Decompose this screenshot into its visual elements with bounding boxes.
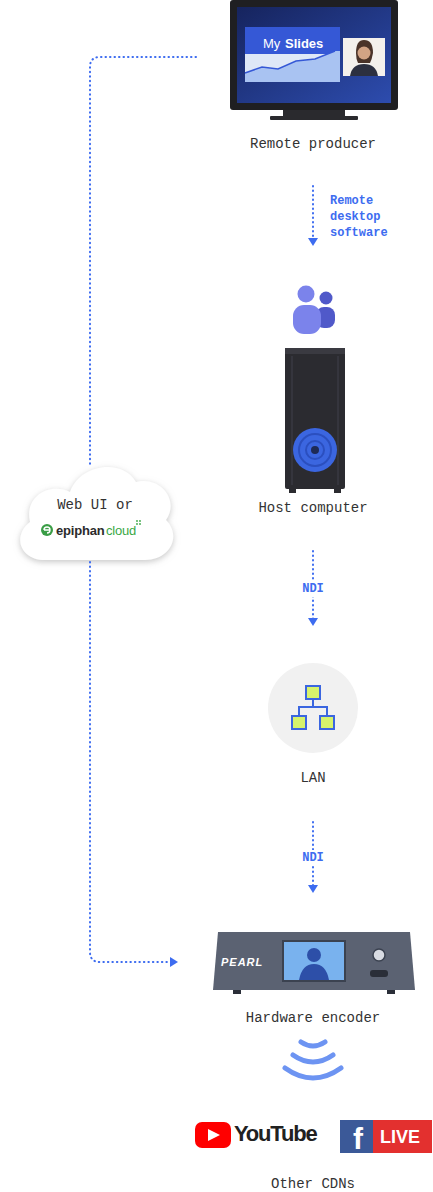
presenter-hair — [356, 40, 373, 63]
tower-fan — [293, 428, 337, 472]
lan-box — [292, 716, 306, 729]
teams-head-front — [298, 286, 315, 303]
teams-body-front — [293, 305, 321, 334]
connector-line — [90, 57, 196, 466]
lan-circle — [268, 663, 358, 753]
monitor-screen — [237, 7, 391, 103]
slide-title: Slides — [285, 36, 323, 52]
edge-label: Remote desktop software — [330, 193, 402, 241]
lan-box — [320, 716, 334, 729]
brand-logo: PEARL — [221, 956, 263, 968]
presenter-thumb — [343, 38, 385, 76]
youtube-play — [208, 1129, 220, 1141]
brand-logo: YouTube — [234, 1121, 316, 1147]
arrow-head — [170, 957, 178, 967]
tower-case — [285, 348, 345, 489]
epiphan-logo-glyph — [44, 527, 50, 533]
brand-logo: f — [353, 1124, 363, 1154]
presenter-face — [358, 47, 371, 60]
tower-top — [285, 348, 345, 354]
lan-lines — [299, 699, 327, 716]
live-badge — [373, 1120, 432, 1153]
epiphan-logo-mark — [41, 524, 53, 536]
tower-fan-ring — [306, 441, 324, 459]
dotted-connector — [308, 186, 318, 246]
teams-head-back — [320, 292, 333, 305]
tower-line — [292, 356, 293, 485]
presenter-body — [350, 64, 378, 76]
logo-dot — [136, 523, 138, 525]
monitor-node: Remote producer — [196, 0, 400, 186]
arrow-head — [308, 238, 318, 246]
monitor-base — [270, 116, 358, 120]
logo-dot — [136, 520, 138, 522]
facebook-icon — [340, 1120, 373, 1153]
slide — [245, 27, 340, 82]
dotted-connector — [90, 562, 178, 967]
monitor-frame — [230, 0, 398, 110]
slide-chart-line — [245, 51, 335, 73]
lan-box — [306, 686, 320, 699]
brand-logo: LIVE — [380, 1127, 420, 1147]
youtube-icon — [195, 1122, 231, 1148]
tower-fan-hub — [311, 446, 319, 454]
arrow-head — [308, 618, 318, 626]
node-label: Hardware encoder — [246, 1010, 380, 1026]
node-label: LAN — [300, 770, 325, 786]
dotted-connector — [90, 57, 196, 466]
tower-line — [338, 356, 339, 485]
broadcast-wave — [293, 1055, 333, 1062]
encoder-screen-head — [307, 948, 321, 962]
logo-text: epiphan — [56, 523, 104, 539]
node-label: Web UI or — [57, 497, 133, 513]
encoder-screen-body — [299, 964, 329, 980]
logo-dot — [139, 523, 141, 525]
node-label: Remote producer — [250, 136, 376, 152]
broadcast-wave — [285, 1068, 341, 1078]
encoder-node: Hardware encoder — [178, 893, 418, 1028]
encoder-body — [213, 932, 415, 990]
broadcast-wave — [301, 1042, 325, 1046]
node-label: Host computer — [258, 500, 367, 516]
slide-header — [245, 27, 340, 54]
computer-node: Host computer — [240, 246, 386, 551]
lan-node: LAN — [263, 626, 363, 822]
node-label: Other CDNs — [271, 1176, 355, 1192]
cloud-shape — [20, 467, 173, 560]
tower-foot — [289, 489, 296, 493]
encoder-screen — [283, 941, 345, 981]
logo-dot — [139, 520, 141, 522]
logo-text: cloud — [106, 523, 136, 539]
monitor-stand — [283, 110, 345, 116]
encoder-foot — [233, 990, 241, 994]
connector-line — [312, 186, 314, 239]
edge-label: NDI — [302, 850, 324, 866]
slide-chart-area — [245, 51, 340, 82]
slide-title: My — [263, 36, 280, 52]
encoder-button — [373, 949, 385, 961]
connector-line — [90, 562, 171, 962]
tower-foot — [334, 489, 341, 493]
cloud-node: Web UI or epiphancloud — [15, 466, 177, 562]
encoder-foot — [387, 990, 395, 994]
edge-label: NDI — [302, 581, 324, 597]
arrow-head — [308, 885, 318, 893]
tower-fan-ring — [299, 434, 331, 466]
encoder-slot — [370, 970, 388, 977]
